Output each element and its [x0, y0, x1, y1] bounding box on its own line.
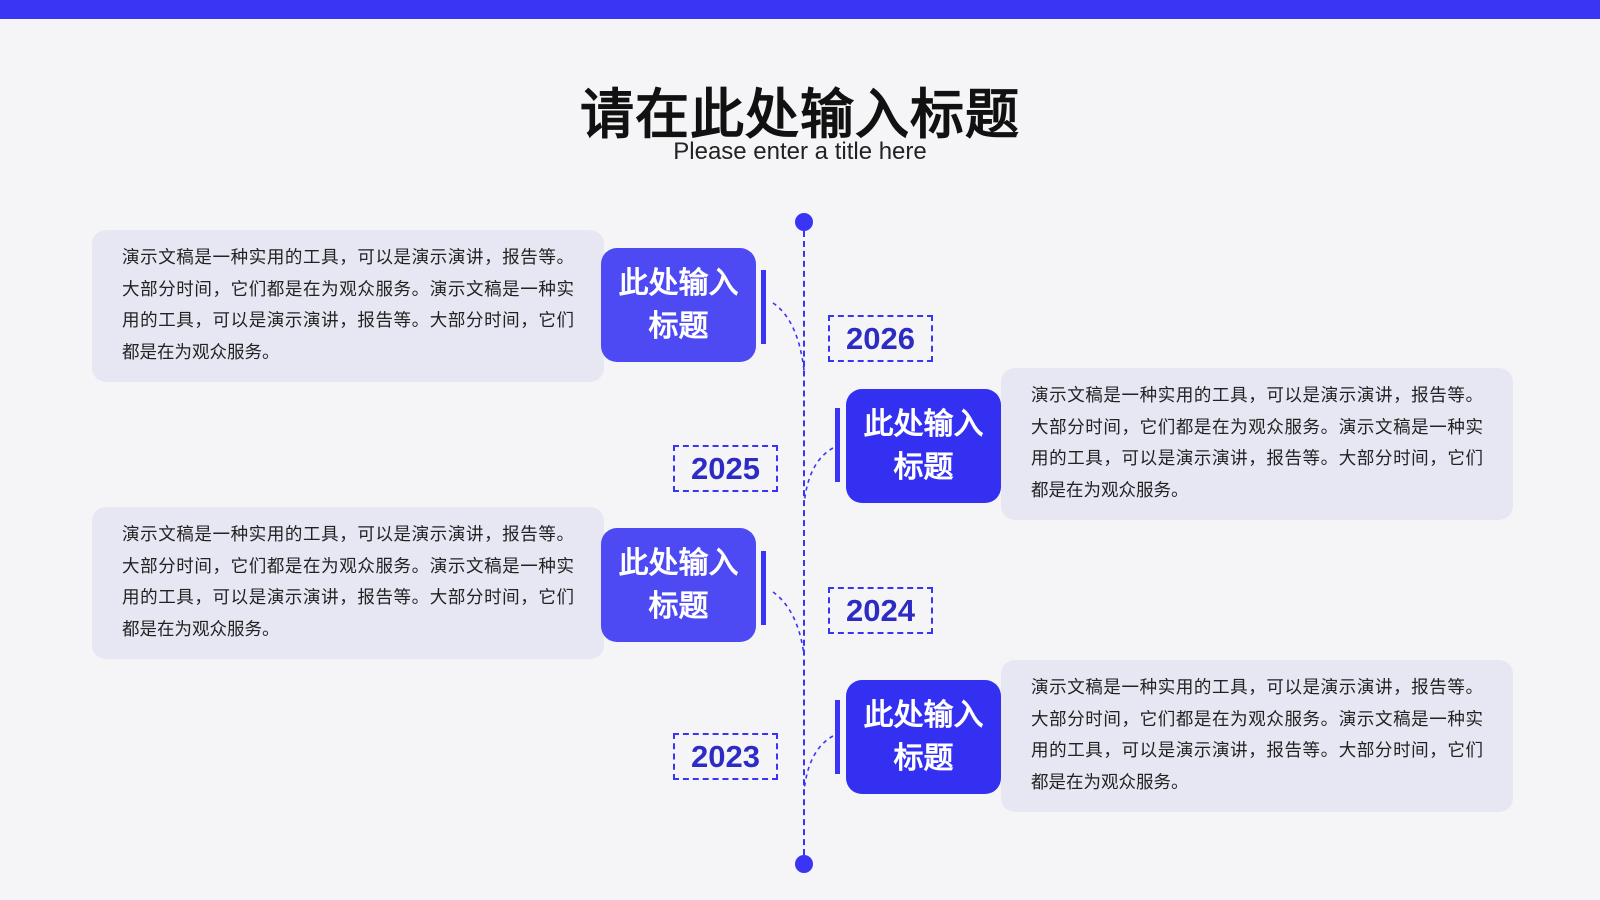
timeline-start-dot	[795, 213, 813, 231]
label-accent-bar	[835, 408, 840, 482]
timeline-label-2026: 此处输入标题	[601, 248, 756, 362]
connector-2026	[772, 302, 805, 371]
label-accent-bar	[761, 270, 766, 344]
label-text: 此处输入标题	[618, 546, 739, 624]
year-text: 2025	[691, 450, 760, 486]
label-text: 此处输入标题	[863, 407, 984, 485]
label-accent-bar	[761, 551, 766, 625]
top-accent-bar	[0, 0, 1600, 19]
card-body-text: 演示文稿是一种实用的工具，可以是演示演讲，报告等。大部分时间，它们都是在为观众服…	[122, 248, 574, 363]
timeline-label-2023: 此处输入标题	[846, 680, 1001, 794]
year-badge-2026: 2026	[828, 315, 933, 362]
timeline-card-2026: 演示文稿是一种实用的工具，可以是演示演讲，报告等。大部分时间，它们都是在为观众服…	[92, 230, 604, 382]
timeline-label-2024: 此处输入标题	[601, 528, 756, 642]
connector-2025	[803, 447, 834, 506]
card-body-text: 演示文稿是一种实用的工具，可以是演示演讲，报告等。大部分时间，它们都是在为观众服…	[1031, 678, 1483, 793]
timeline-card-2025: 演示文稿是一种实用的工具，可以是演示演讲，报告等。大部分时间，它们都是在为观众服…	[1001, 368, 1513, 520]
label-accent-bar	[835, 700, 840, 774]
page-title: 请在此处输入标题	[580, 83, 1020, 146]
year-badge-2023: 2023	[673, 733, 778, 780]
year-badge-2024: 2024	[828, 587, 933, 634]
label-text: 此处输入标题	[618, 266, 739, 344]
year-text: 2026	[846, 320, 915, 356]
year-text: 2023	[691, 738, 760, 774]
year-text: 2024	[846, 592, 915, 628]
year-badge-2025: 2025	[673, 445, 778, 492]
timeline-label-2025: 此处输入标题	[846, 389, 1001, 503]
label-text: 此处输入标题	[863, 698, 984, 776]
timeline-card-2023: 演示文稿是一种实用的工具，可以是演示演讲，报告等。大部分时间，它们都是在为观众服…	[1001, 660, 1513, 812]
card-body-text: 演示文稿是一种实用的工具，可以是演示演讲，报告等。大部分时间，它们都是在为观众服…	[122, 525, 574, 640]
card-body-text: 演示文稿是一种实用的工具，可以是演示演讲，报告等。大部分时间，它们都是在为观众服…	[1031, 386, 1483, 501]
connector-2024	[772, 591, 805, 656]
timeline-card-2024: 演示文稿是一种实用的工具，可以是演示演讲，报告等。大部分时间，它们都是在为观众服…	[92, 507, 604, 659]
timeline-axis	[803, 221, 805, 865]
timeline-end-dot	[795, 855, 813, 873]
page-subtitle: Please enter a title here	[673, 138, 927, 165]
connector-2023	[803, 735, 834, 793]
